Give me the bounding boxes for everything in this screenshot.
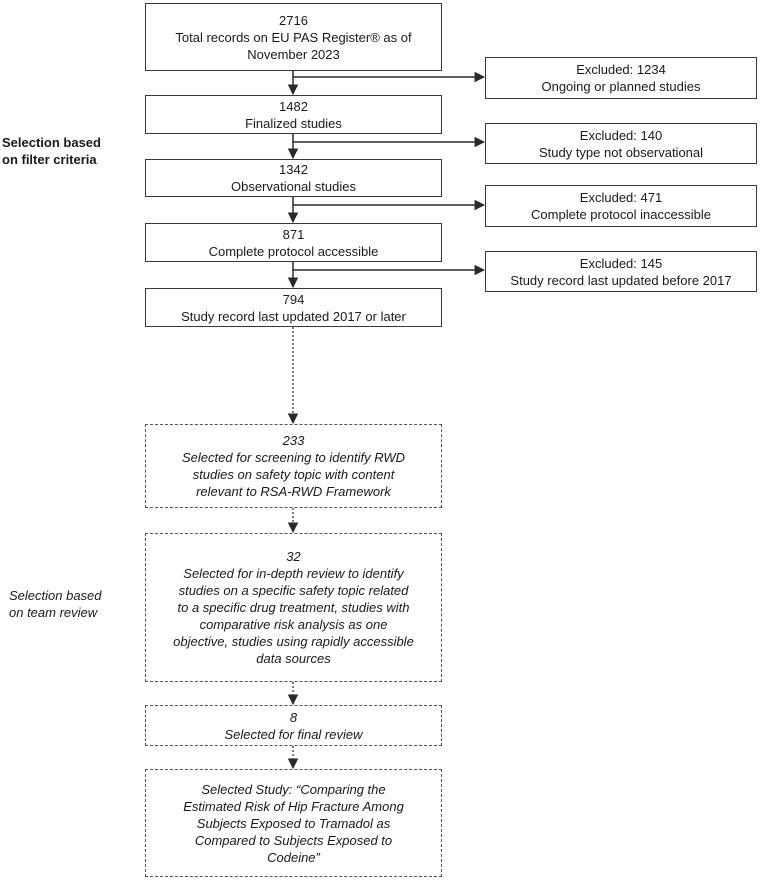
main-box-total-records: 2716 Total records on EU PAS Register® a… <box>145 3 442 71</box>
review-box-selected-study: Selected Study: “Comparing the Estimated… <box>145 769 442 877</box>
main-box-finalized: 1482 Finalized studies <box>145 95 442 134</box>
excluded-box-label: Complete protocol inaccessible <box>531 207 711 222</box>
main-box-protocol-accessible: 871 Complete protocol accessible <box>145 223 442 262</box>
review-box-label: Selected for final review <box>224 726 363 742</box>
main-box-count: 1482 <box>279 98 308 114</box>
excluded-box-count: Excluded: 145 <box>579 255 663 271</box>
excluded-box-before-2017: Excluded: 145 Study record last updated … <box>485 251 757 292</box>
excluded-box-protocol-inaccessible: Excluded: 471 Complete protocol inaccess… <box>485 185 757 227</box>
review-box-final: 8 Selected for final review <box>145 705 442 746</box>
main-box-label: Observational studies <box>230 179 356 194</box>
main-box-label: Total records on EU PAS Register® as of … <box>175 29 412 62</box>
main-box-count: 1342 <box>279 162 308 177</box>
review-box-label: Selected Study: “Comparing the Estimated… <box>183 781 404 865</box>
main-box-updated-2017: 794 Study record last updated 2017 or la… <box>145 288 442 327</box>
excluded-box-label: Study type not observational <box>538 144 704 160</box>
review-box-count: 32 <box>286 549 301 564</box>
excluded-box-count: Excluded: 471 <box>579 190 663 205</box>
excluded-box-label: Ongoing or planned studies <box>541 79 701 94</box>
review-box-screening: 233 Selected for screening to identify R… <box>145 424 442 508</box>
excluded-box-count: Excluded: 1234 <box>576 62 666 77</box>
excluded-box-count: Excluded: 140 <box>579 127 663 143</box>
main-box-observational: 1342 Observational studies <box>145 159 442 197</box>
review-box-count: 8 <box>289 709 298 725</box>
excluded-box-label: Study record last updated before 2017 <box>510 272 732 288</box>
main-box-count: 794 <box>282 291 305 307</box>
excluded-box-not-observational: Excluded: 140 Study type not observation… <box>485 123 757 164</box>
excluded-box-ongoing: Excluded: 1234 Ongoing or planned studie… <box>485 57 757 99</box>
review-box-label: Selected for in-depth review to identify… <box>173 566 414 666</box>
main-box-label: Finalized studies <box>245 115 342 131</box>
main-box-count: 2716 <box>279 12 308 28</box>
side-label-filter-criteria: Selection based on filter criteria <box>2 135 101 167</box>
main-box-count: 871 <box>282 226 305 242</box>
review-box-in-depth: 32 Selected for in-depth review to ident… <box>145 533 442 682</box>
side-label-team-review: Selection based on team review <box>9 588 102 620</box>
main-box-label: Study record last updated 2017 or later <box>181 308 406 324</box>
main-box-label: Complete protocol accessible <box>208 243 379 259</box>
review-box-label: Selected for screening to identify RWD s… <box>181 450 406 499</box>
review-box-count: 233 <box>282 433 305 448</box>
